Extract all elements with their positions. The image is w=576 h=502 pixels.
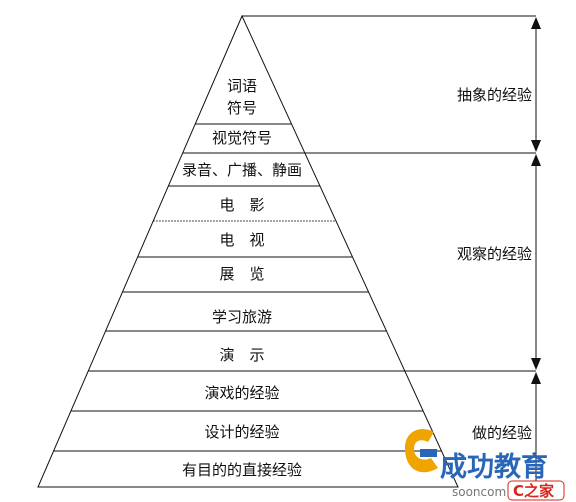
tier-label: 录音、广播、静画 <box>182 161 302 179</box>
logo-swirl-inner-icon <box>420 449 437 457</box>
arrow-down-icon <box>531 140 541 152</box>
group-label: 观察的经验 <box>457 245 532 263</box>
arrow-up-icon <box>531 372 541 384</box>
pyramid-lines <box>37 14 536 488</box>
logo-swirl-icon <box>405 428 438 473</box>
tier-label: 视觉符号 <box>212 129 272 147</box>
logo-badge-text: C之家 <box>513 482 554 500</box>
pyramid-outline <box>37 14 459 488</box>
arrow-down-icon <box>531 358 541 370</box>
tier-label: 电 影 <box>219 196 264 214</box>
tier-label: 演 示 <box>219 346 264 364</box>
logo-badge <box>507 480 565 501</box>
tier-label: 有目的的直接经验 <box>182 461 302 479</box>
tier-label: 展 览 <box>219 265 264 283</box>
arrow-up-icon <box>531 17 541 29</box>
tier-label: 电 视 <box>219 231 264 249</box>
watermark-logo: 成功教育 sooncom C之家 <box>405 428 565 501</box>
group-label: 抽象的经验 <box>457 86 532 104</box>
logo-subtext: sooncom <box>452 485 506 499</box>
group-label: 做的经验 <box>472 424 532 442</box>
tier-label: 符号 <box>227 99 257 117</box>
side-bracket <box>531 17 541 485</box>
tier-label: 词语 <box>227 77 257 95</box>
tier-label: 学习旅游 <box>212 308 272 326</box>
tier-label: 设计的经验 <box>204 423 279 441</box>
arrow-up-icon <box>531 154 541 166</box>
tier-label: 演戏的经验 <box>204 384 279 402</box>
logo-text: 成功教育 <box>440 451 548 483</box>
